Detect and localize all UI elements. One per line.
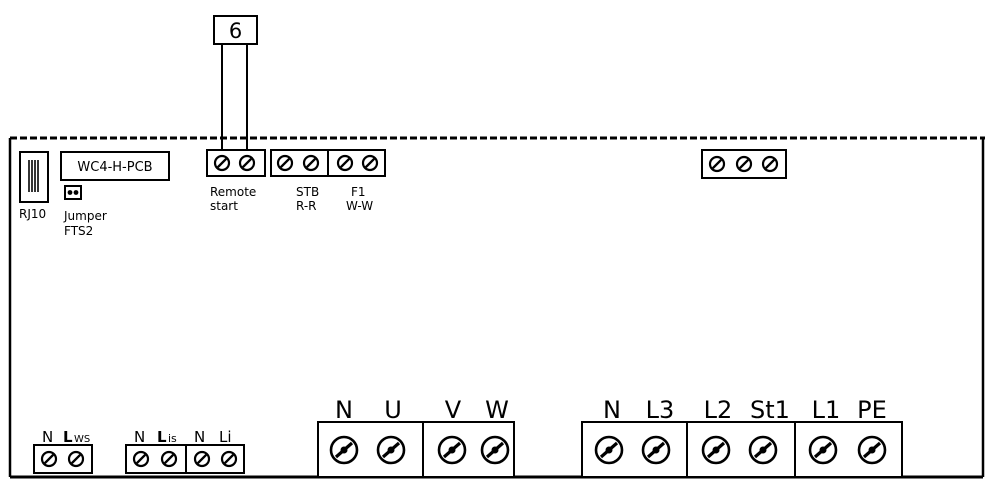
terminal-lis-li: N L is N Li [125, 428, 245, 474]
supply-st1-label: St1 [750, 396, 790, 424]
terminal-stb-f1: STB R-R F1 W-W [270, 149, 386, 213]
motor-n-label: N [335, 396, 353, 424]
motor-w-label: W [485, 396, 509, 424]
lis-l-label: L [157, 428, 167, 446]
screw-icon [361, 154, 379, 172]
remote-label-2: start [210, 199, 238, 213]
motor-u-label: U [384, 396, 402, 424]
supply-l3-label: L3 [646, 396, 675, 424]
li-label: Li [219, 428, 232, 446]
supply-pe-label: PE [857, 396, 887, 424]
lis-sub-label: is [168, 432, 177, 445]
screw-icon [276, 154, 294, 172]
rj10-connector: RJ10 [19, 151, 49, 221]
screw-icon [336, 154, 354, 172]
supply-l2-label: L2 [704, 396, 733, 424]
remote-label-1: Remote [210, 185, 256, 199]
pcb-label-box: WC4-H-PCB [60, 151, 170, 181]
lws-l-label: L [63, 428, 73, 446]
screw-icon [160, 450, 178, 468]
screw-icon [748, 435, 778, 465]
lws-n-label: N [42, 428, 53, 446]
screw-icon [437, 435, 467, 465]
screw-icon [213, 154, 231, 172]
stb-label-2: R-R [296, 199, 317, 213]
screw-icon [808, 435, 838, 465]
lws-sub-label: WS [74, 434, 90, 445]
screw-icon [67, 450, 85, 468]
screw-icon [238, 154, 256, 172]
screw-icon [220, 450, 238, 468]
screw-icon [40, 450, 58, 468]
rj10-label: RJ10 [19, 207, 46, 221]
supply-l1-label: L1 [812, 396, 841, 424]
jumper-fts2: Jumper FTS2 [63, 185, 107, 238]
lis-n-label: N [134, 428, 145, 446]
screw-icon [857, 435, 887, 465]
screw-icon [302, 154, 320, 172]
supply-n-label: N [603, 396, 621, 424]
screw-icon [594, 435, 624, 465]
jumper-label-2: FTS2 [64, 224, 93, 238]
f1-label-1: F1 [351, 185, 366, 199]
jumper-label-1: Jumper [63, 209, 107, 223]
pcb-label: WC4-H-PCB [77, 160, 152, 175]
screw-icon [641, 435, 671, 465]
terminal-supply: N L3 L2 St1 L1 PE [581, 396, 903, 478]
terminal-motor: N U V W [317, 396, 515, 478]
stb-label-1: STB [296, 185, 319, 199]
callout-label: 6 [229, 19, 242, 43]
f1-label-2: W-W [346, 199, 373, 213]
screw-icon [132, 450, 150, 468]
screw-icon [761, 155, 779, 173]
motor-v-label: V [445, 396, 462, 424]
terminal-top-right [701, 149, 787, 179]
screw-icon [480, 435, 510, 465]
screw-icon [329, 435, 359, 465]
callout-6: 6 [213, 15, 258, 162]
screw-icon [735, 155, 753, 173]
screw-icon [708, 155, 726, 173]
terminal-lws: N L WS [33, 428, 93, 474]
screw-icon [376, 435, 406, 465]
terminal-remote-start: Remote start [206, 149, 266, 213]
screw-icon [193, 450, 211, 468]
screw-icon [701, 435, 731, 465]
li-n-label: N [194, 428, 205, 446]
